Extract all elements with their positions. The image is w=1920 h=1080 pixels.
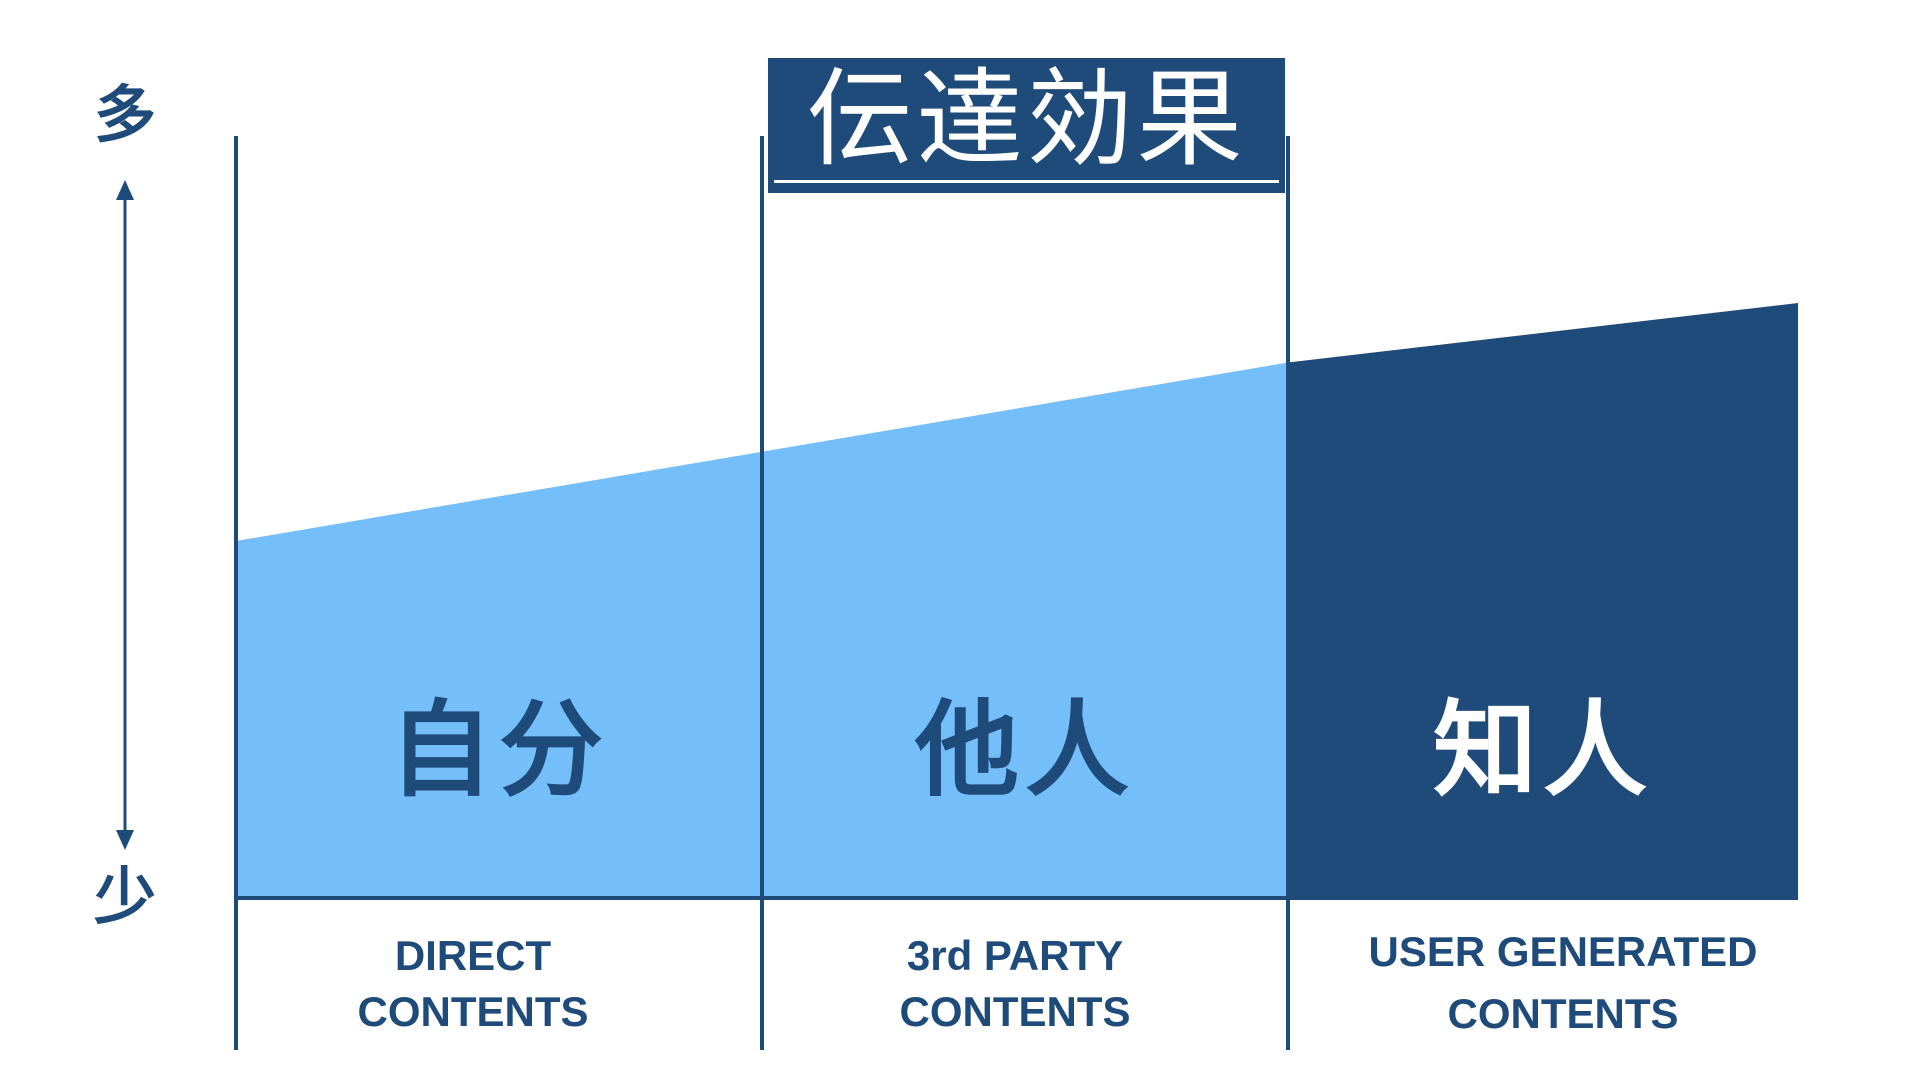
category-label-ugc-line2: CONTENTS — [1447, 990, 1679, 1037]
category-label-third-party-line1: 3rd PARTY — [906, 932, 1124, 979]
arrow-down-icon — [116, 830, 134, 850]
arrow-up-icon — [116, 180, 134, 200]
category-label-direct-line2: CONTENTS — [357, 988, 589, 1035]
diagram-title: 伝達効果 — [806, 58, 1247, 181]
segment-label-acquaintance: 知人 — [1432, 689, 1653, 811]
category-label-third-party-line2: CONTENTS — [899, 988, 1131, 1035]
axis-label-bottom: 少 — [93, 860, 156, 933]
title-box: 伝達効果 — [768, 58, 1285, 193]
segment-label-self: 自分 — [388, 689, 609, 811]
category-label-ugc-line1: USER GENERATED — [1368, 928, 1758, 975]
category-label-direct-line1: DIRECT — [394, 932, 552, 979]
title-underline — [774, 180, 1279, 183]
effect-area-dark — [1288, 303, 1798, 898]
axis-label-top: 多 — [93, 78, 156, 151]
segment-label-others: 他人 — [914, 689, 1135, 811]
